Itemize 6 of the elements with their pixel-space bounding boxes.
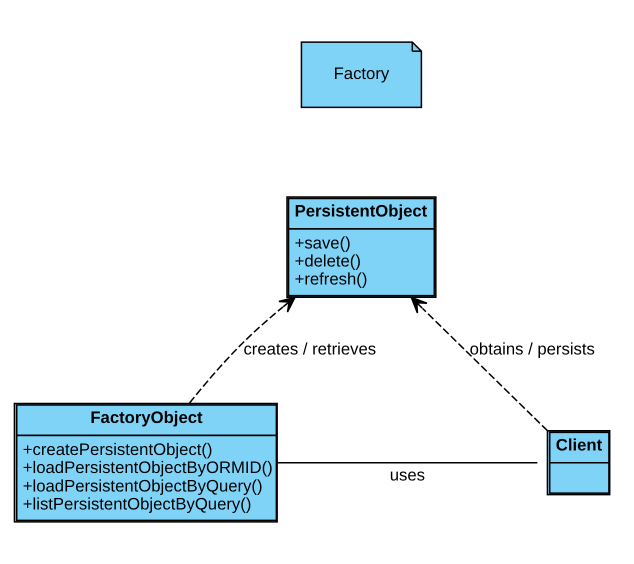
arrow [189,296,296,404]
edge-label: obtains / persists [470,340,595,359]
edge-label: uses [390,466,425,485]
edge-label: creates / retrieves [243,340,376,359]
arrow [410,296,548,432]
connector [277,462,538,464]
